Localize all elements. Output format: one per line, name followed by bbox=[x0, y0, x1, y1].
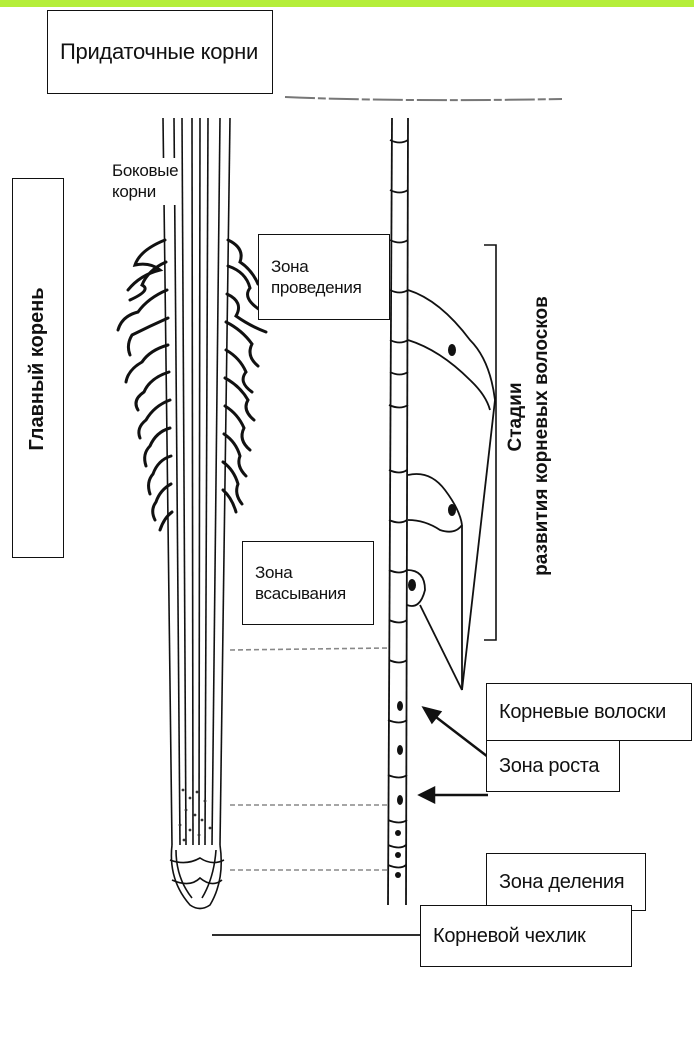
root-collar-line bbox=[285, 97, 562, 100]
label-hair-stages-line2: развития корневых волосков bbox=[531, 291, 555, 581]
root-body bbox=[163, 118, 230, 845]
label-growth-zone: Зона роста bbox=[486, 740, 620, 792]
hair-nuclei bbox=[408, 344, 456, 591]
cell-nuclei bbox=[395, 701, 403, 878]
meristem-dots bbox=[179, 789, 212, 842]
zone-boundaries bbox=[230, 648, 388, 870]
epidermal-cells bbox=[388, 118, 408, 905]
label-conduction-zone: Зона проведения bbox=[258, 234, 390, 320]
label-lateral-roots: Боковые корни bbox=[110, 158, 180, 205]
label-main-root: Главный корень bbox=[26, 209, 50, 529]
label-division-zone: Зона деления bbox=[486, 853, 646, 911]
zone-arrows bbox=[212, 708, 492, 935]
lateral-roots-left bbox=[118, 240, 172, 530]
label-root-hairs: Корневые волоски bbox=[486, 683, 692, 741]
root-cap-shape bbox=[170, 845, 224, 909]
label-root-cap: Корневой чехлик bbox=[420, 905, 632, 967]
label-adventitious-roots: Придаточные корни bbox=[47, 10, 273, 94]
label-hair-stages-line1: Стадии bbox=[505, 347, 529, 487]
label-absorption-zone: Зона всасывания bbox=[242, 541, 374, 625]
